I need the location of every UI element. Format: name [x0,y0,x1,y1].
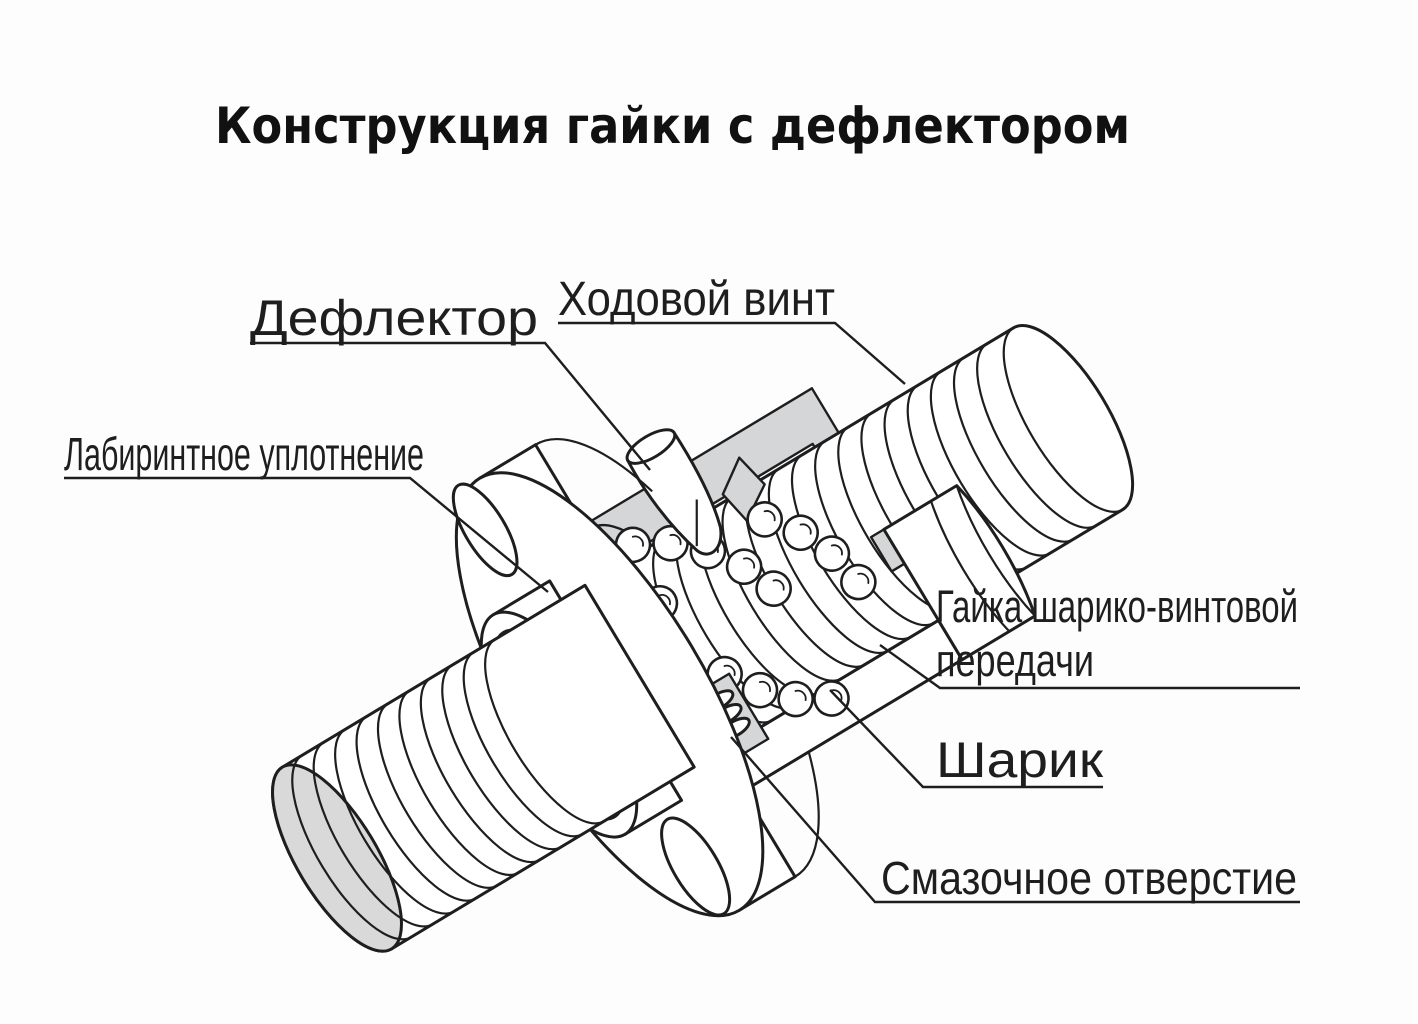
label-labyrinth-seal: Лабиринтное уплотнение [64,428,424,480]
ballscrew-assembly [271,324,1135,953]
ball [741,671,779,709]
diagram-title: Конструкция гайки с дефлектором [215,97,1130,155]
leader-lead-screw [558,321,906,385]
ball [746,501,783,538]
leader-labyrinth-seal [64,476,549,593]
ball [755,570,792,607]
label-deflector: Дефлектор [250,290,538,346]
label-lead-screw: Ходовой винт [558,273,835,326]
ball [813,680,850,717]
ball [725,548,763,586]
lead-screw-lower [271,583,696,953]
label-lube-hole: Смазочное отверстие [881,852,1297,904]
label-ball: Шарик [936,732,1104,788]
screw-end-rim [1002,326,1124,513]
screw-threads [291,638,605,941]
ball [777,680,814,718]
label-nut-line1: Гайка шарико-винтовой [936,581,1298,632]
leader-nut [879,644,1300,690]
ball [840,563,877,601]
leader-deflector [250,341,651,471]
ball [782,514,819,552]
ball [813,535,851,572]
label-nut-line2: передачи [936,635,1094,686]
screw-end-face [271,763,403,953]
nut-body [882,484,1037,662]
flange-bolt-hole [660,816,732,917]
leader-lube-hole [730,736,1300,904]
leader-ball [829,689,1103,789]
